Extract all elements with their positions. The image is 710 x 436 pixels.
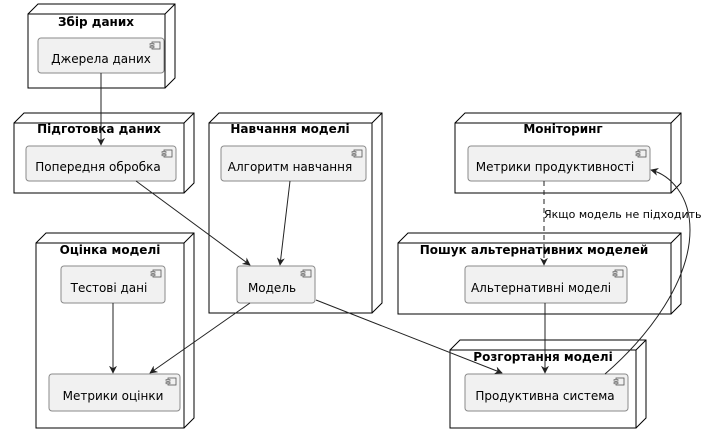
edge-model-to-production — [315, 299, 503, 375]
component-icon — [161, 149, 173, 158]
component-performance-metrics: Метрики продуктивності — [467, 145, 651, 182]
edge-algorithm-to-model — [276, 180, 291, 266]
node-title-model-evaluation: Оцінка моделі — [60, 243, 161, 257]
component-icon — [165, 377, 177, 386]
edge-model-to-eval-metrics — [149, 302, 251, 374]
component-label: Тестові дані — [70, 281, 148, 295]
component-icon — [351, 149, 363, 158]
component-training-algorithm: Алгоритм навчання — [220, 145, 367, 182]
component-label: Джерела даних — [51, 52, 151, 66]
edge-label-fallback: Якщо модель не підходить — [544, 208, 701, 221]
component-icon — [613, 377, 625, 386]
component-icon — [150, 269, 162, 278]
component-preprocessing: Попередня обробка — [25, 145, 177, 182]
component-production-system: Продуктивна система — [464, 373, 629, 412]
component-label: Продуктивна система — [475, 389, 614, 403]
component-test-data: Тестові дані — [60, 265, 166, 304]
node-title-model-training: Навчання моделі — [230, 122, 349, 136]
component-icon — [635, 149, 647, 158]
component-label: Алгоритм навчання — [228, 160, 352, 174]
component-icon — [612, 269, 624, 278]
node-title-alt-model-search: Пошук альтернативних моделей — [420, 243, 649, 257]
edge-production-to-metrics — [604, 167, 691, 375]
component-model: Модель — [236, 265, 316, 304]
component-data-sources: Джерела даних — [37, 37, 165, 74]
component-label: Альтернативні моделі — [471, 281, 611, 295]
component-label: Модель — [248, 281, 296, 295]
component-label: Попередня обробка — [35, 160, 160, 174]
component-icon — [149, 41, 161, 50]
component-label: Метрики продуктивності — [476, 160, 634, 174]
node-title-model-deployment: Розгортання моделі — [473, 350, 612, 364]
component-evaluation-metrics: Метрики оцінки — [48, 373, 181, 412]
node-title-data-preparation: Підготовка даних — [37, 122, 161, 136]
component-alternative-models: Альтернативні моделі — [464, 265, 628, 304]
node-title-data-collection: Збір даних — [58, 15, 134, 29]
component-icon — [300, 269, 312, 278]
edge-preprocessing-to-model — [135, 180, 251, 266]
component-label: Метрики оцінки — [63, 389, 164, 403]
node-title-monitoring: Моніторинг — [523, 122, 602, 136]
